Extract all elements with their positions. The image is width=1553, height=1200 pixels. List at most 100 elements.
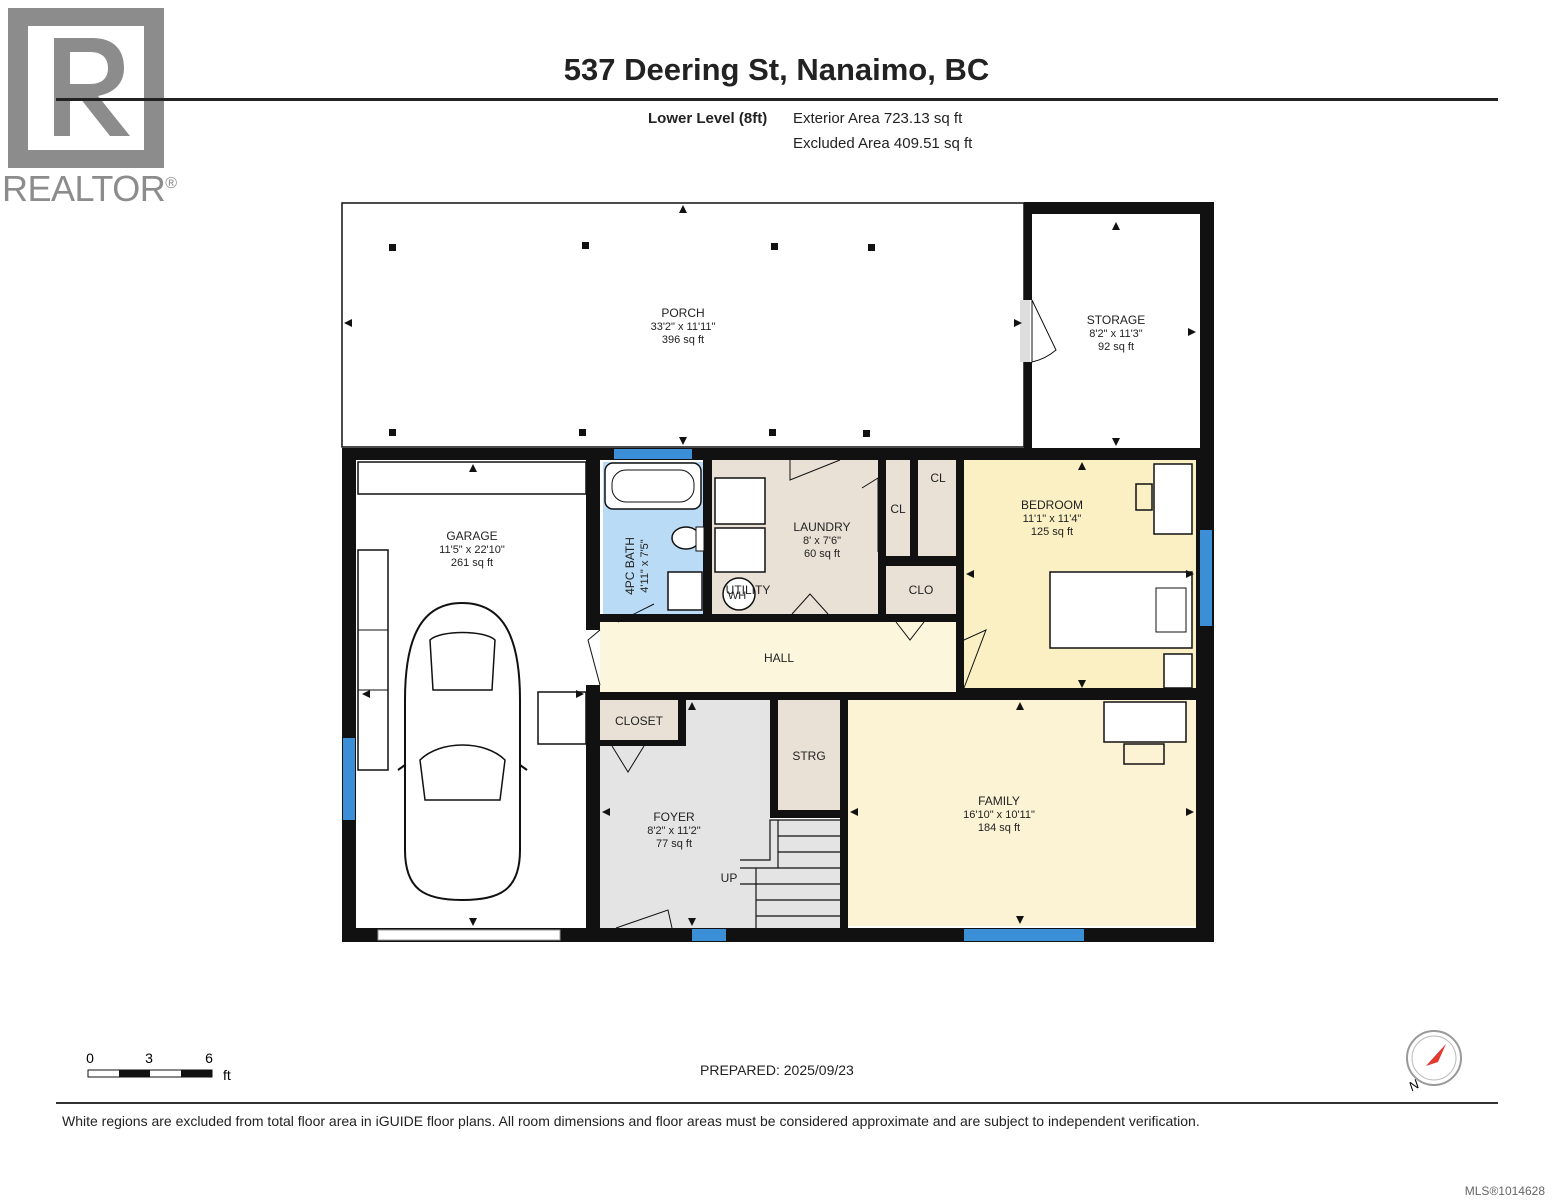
cl1-name: CL [890, 502, 906, 516]
cl2-fill [918, 460, 956, 556]
stairs [740, 819, 840, 928]
storage-door [1031, 299, 1057, 363]
wall-bath-bottom [600, 614, 712, 622]
scale-bar: 0 3 6 ft [86, 1050, 231, 1083]
wall-cl-divider [910, 460, 918, 560]
storage-wall-left-a [1024, 202, 1032, 300]
strg-fill [778, 700, 840, 812]
scale-tick-0: 0 [86, 1050, 94, 1066]
wall-foyer-right [770, 700, 778, 812]
bedroom-nightstand [1163, 653, 1193, 689]
cl1-fill [886, 460, 910, 556]
footer-divider [56, 1102, 1498, 1104]
porch-name: PORCH [661, 306, 704, 320]
bedroom-area: 125 sq ft [1031, 526, 1073, 538]
bedroom-dims: 11'1" x 11'4" [1023, 513, 1082, 525]
hall-name: HALL [764, 651, 794, 665]
utility-name: UTILITY [726, 583, 771, 597]
wall-left [342, 448, 356, 942]
stairs-up-label: UP [721, 871, 738, 885]
wall-bath-laundry [703, 460, 712, 622]
level-label: Lower Level (8ft) [648, 110, 768, 127]
wall-garage-hall-a [586, 460, 600, 630]
garage-step [537, 691, 587, 745]
bedroom-name: BEDROOM [1021, 498, 1083, 512]
window-bath [614, 449, 692, 459]
wall-clo-bottom [878, 614, 964, 622]
storage-door-jamb [1020, 300, 1030, 362]
bath-dims: 4'11" x 7'5" [639, 539, 651, 592]
storage-area: 92 sq ft [1098, 341, 1134, 353]
closet-fill-top [600, 700, 678, 740]
foyer-dims: 8'2" x 11'2" [647, 825, 700, 837]
hall-fill [600, 622, 957, 692]
storage-dims: 8'2" x 11'3" [1089, 328, 1142, 340]
realtor-logo [8, 8, 164, 168]
wall-laundry-right [878, 460, 886, 622]
clo-fill [886, 566, 956, 614]
wall-closet-right [678, 700, 686, 746]
scale-tick-6: 6 [205, 1050, 213, 1066]
page-title: 537 Deering St, Nanaimo, BC [563, 52, 990, 87]
wall-strg-bottom [770, 810, 848, 818]
wh-name: WH [728, 590, 746, 602]
dryer [714, 527, 766, 573]
washer [714, 477, 766, 525]
wall-cl-bottom [878, 556, 964, 566]
wall-laundry-bottom [712, 614, 888, 622]
wall-garage-hall-b [586, 685, 600, 930]
cl2-name: CL [930, 471, 946, 485]
dimension-arrows [344, 205, 1196, 926]
laundry-area: 60 sq ft [804, 548, 840, 560]
family-chair [1123, 743, 1165, 765]
closet-name: CLOSET [615, 714, 664, 728]
disclaimer-text: White regions are excluded from total fl… [62, 1113, 1200, 1129]
bath-name: 4PC BATH [623, 537, 637, 595]
window-bedroom [1200, 530, 1212, 626]
compass-icon: N [1406, 1030, 1462, 1094]
laundry-name: LAUNDRY [793, 520, 850, 534]
scale-tick-3: 3 [145, 1050, 153, 1066]
family-dims: 16'10" x 10'11" [963, 809, 1035, 821]
family-area: 184 sq ft [978, 822, 1020, 834]
family-desk [1103, 701, 1187, 743]
garage-area: 261 sq ft [451, 557, 493, 569]
stairs-fill [740, 820, 840, 932]
family-name: FAMILY [978, 794, 1020, 808]
porch-dims: 33'2" x 11'11" [651, 321, 716, 333]
bath-sink [667, 571, 703, 611]
mls-number: MLS®1014628 [1464, 1184, 1545, 1198]
window-foyer [692, 929, 726, 941]
garage-shelf-left [357, 549, 389, 771]
wall-bedroom-bottom [956, 688, 1204, 700]
storage-wall-right [1200, 202, 1214, 458]
porch-area: 396 sq ft [662, 334, 704, 346]
wall-bedroom-left [956, 460, 964, 692]
wall-top-main [342, 448, 1214, 460]
foyer-area: 77 sq ft [656, 838, 692, 850]
wall-closet-bottom [600, 740, 686, 746]
water-heater [722, 577, 756, 611]
excluded-area: Excluded Area 409.51 sq ft [793, 135, 973, 152]
foyer-name: FOYER [653, 810, 695, 824]
storage-wall-left-b [1024, 362, 1032, 458]
window-garage-left [343, 738, 355, 820]
bedroom-desk [1153, 463, 1193, 535]
storage-wall-top [1024, 202, 1214, 214]
bathtub [604, 462, 702, 510]
window-family [964, 929, 1084, 941]
scale-unit: ft [223, 1067, 231, 1083]
garage-dims: 11'5" x 22'10" [439, 544, 505, 556]
bedroom-chair [1135, 483, 1153, 511]
prepared-date: PREPARED: 2025/09/23 [700, 1062, 854, 1078]
storage-name: STORAGE [1087, 313, 1145, 327]
title-divider [56, 98, 1498, 101]
laundry-dims: 8' x 7'6" [803, 535, 841, 547]
clo-name: CLO [909, 583, 934, 597]
garage-name: GARAGE [446, 529, 497, 543]
doors [587, 459, 987, 929]
realtor-wordmark: REALTOR® [2, 168, 177, 209]
garage-door [377, 929, 561, 941]
wall-hall-bottom [600, 692, 1204, 700]
